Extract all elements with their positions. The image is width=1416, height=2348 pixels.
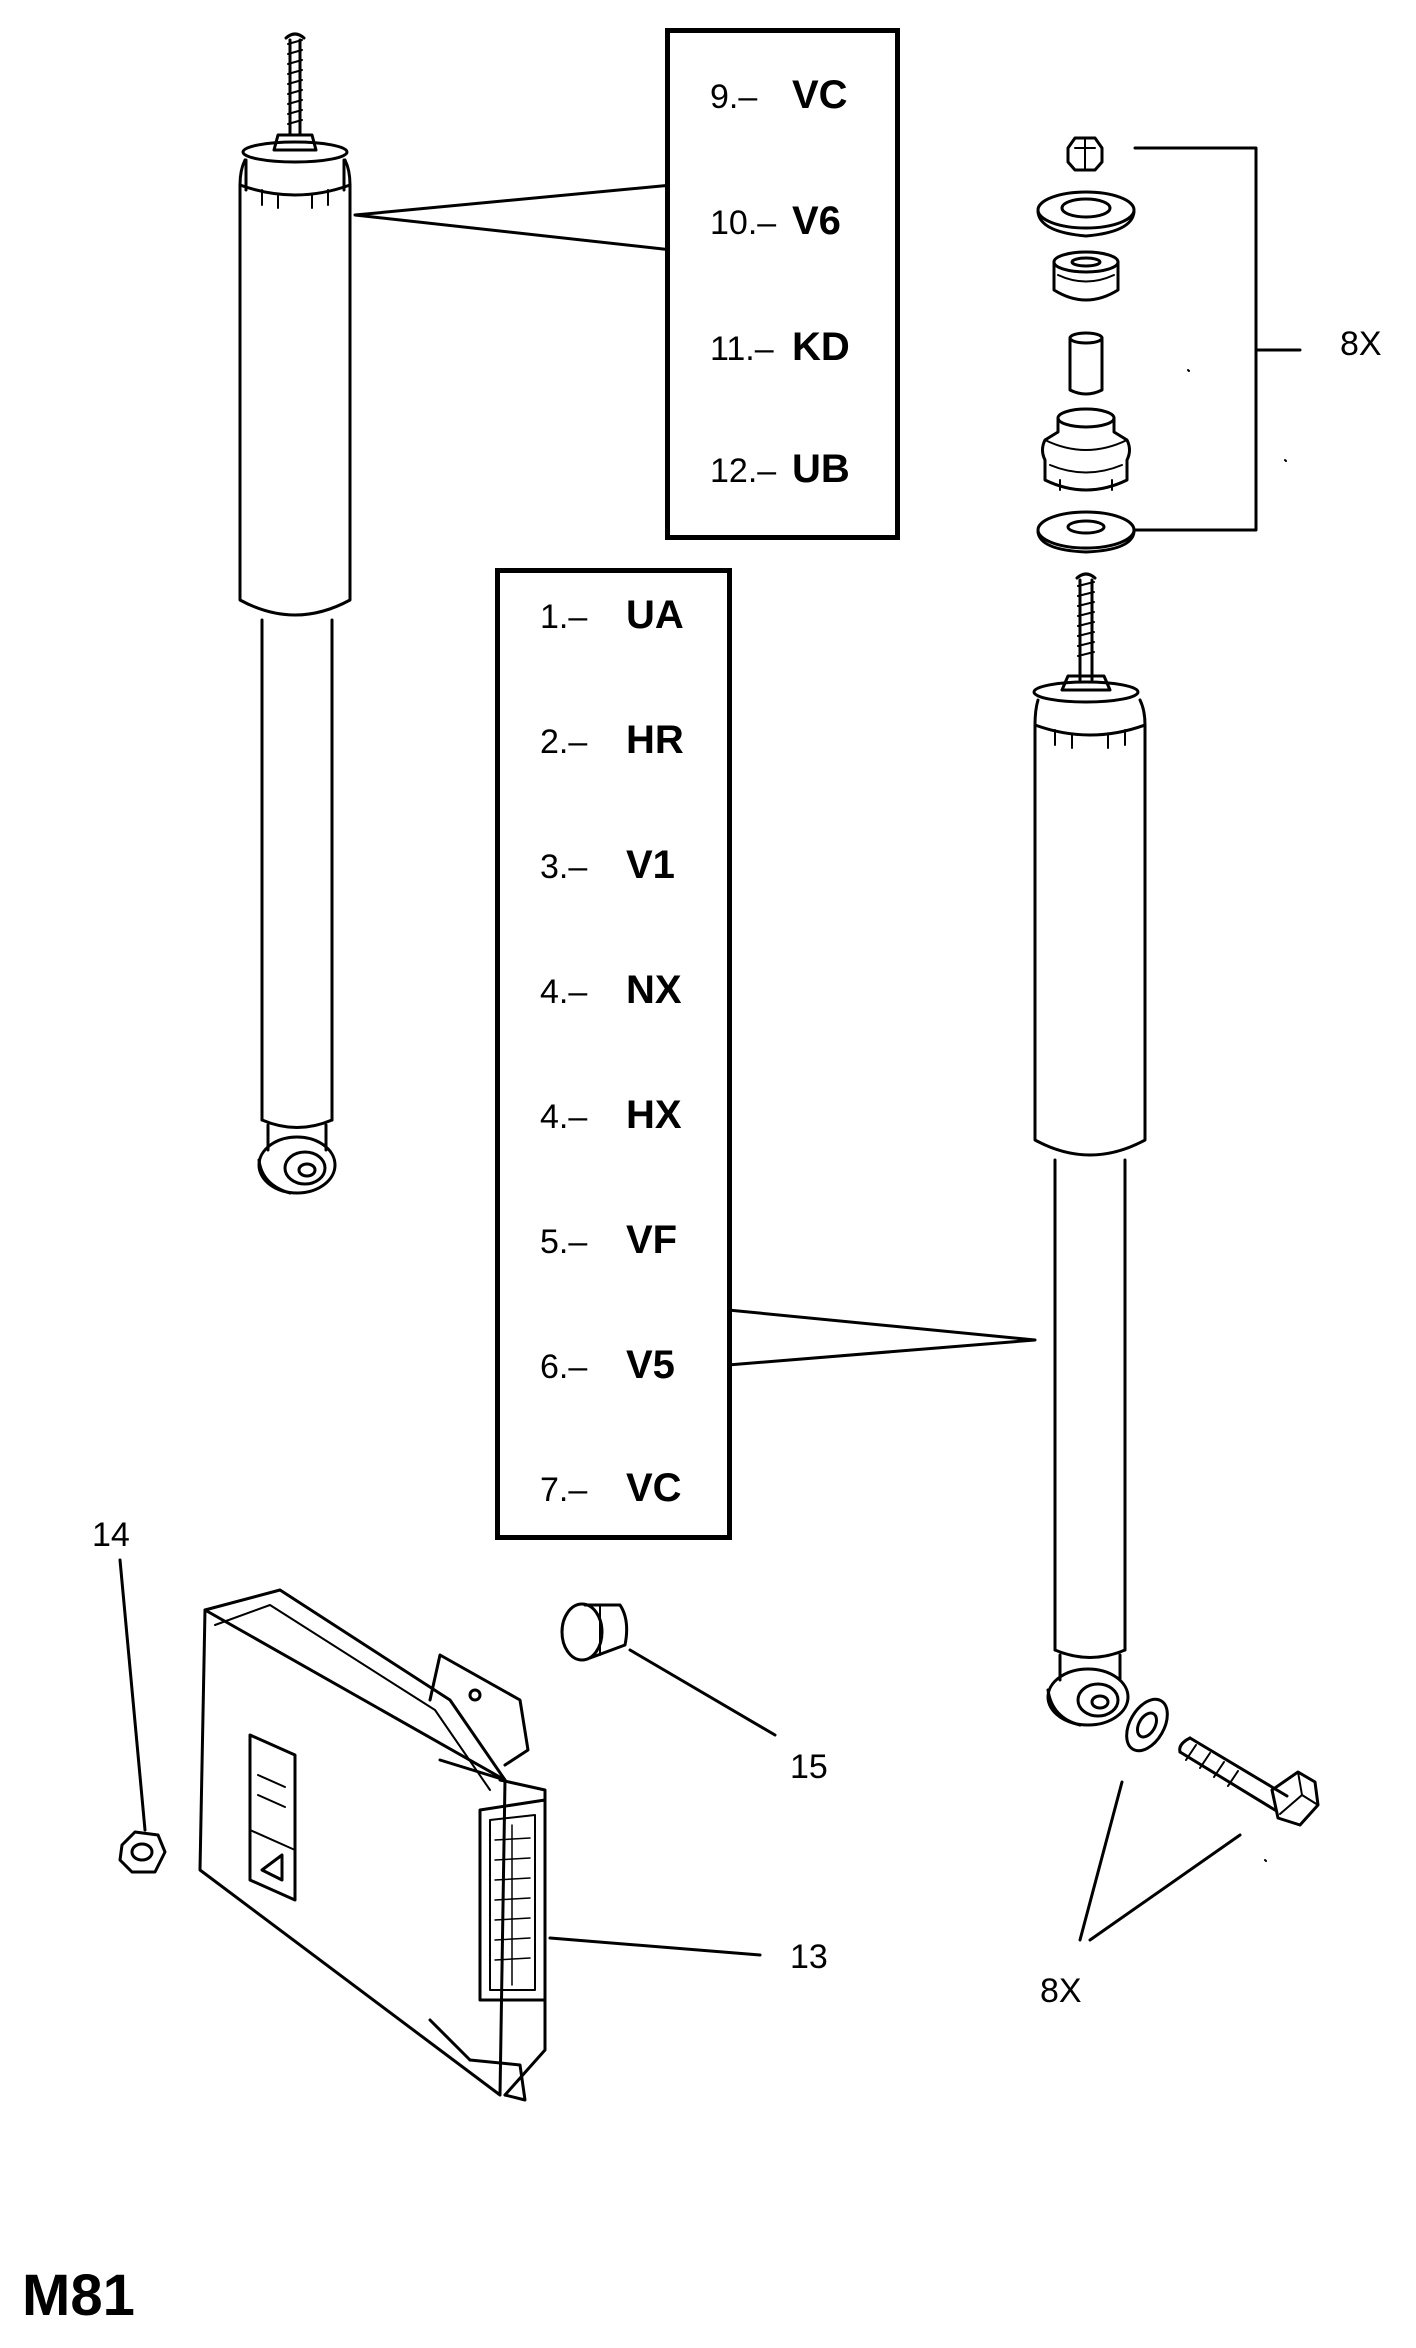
- row-number: 9.–: [710, 78, 758, 116]
- leader-15: [628, 1648, 777, 1737]
- middle-box-row: 4.– NX: [540, 968, 682, 1013]
- middle-box-row: 1.– UA: [540, 593, 684, 638]
- row-code: VC: [792, 73, 848, 117]
- callout-15: 15: [790, 1748, 828, 1786]
- row-code: HR: [626, 718, 684, 762]
- lower-bolt-quantity-label: 8X: [1040, 1972, 1082, 2010]
- lower-fasteners: [1125, 1697, 1320, 1827]
- callout-14: 14: [92, 1516, 130, 1554]
- middle-box-row: 7.– VC: [540, 1466, 682, 1511]
- middle-box-row: 3.– V1: [540, 843, 675, 888]
- row-code: VC: [626, 1466, 682, 1510]
- top-code-box: 9.– VC 10.– V6 11.– KD 12.– UB: [665, 28, 900, 540]
- page-code: M81: [22, 2263, 135, 2328]
- row-number: 5.–: [540, 1223, 588, 1261]
- leader-14: [118, 1558, 147, 1832]
- middle-box-row: 6.– V5: [540, 1343, 675, 1388]
- row-code: UB: [792, 447, 850, 491]
- row-number: 3.–: [540, 848, 588, 886]
- row-code: V1: [626, 843, 675, 887]
- top-box-row: 10.– V6: [710, 199, 841, 244]
- row-code: V5: [626, 1343, 675, 1387]
- right-shock-absorber: [1032, 572, 1147, 1727]
- mount-kit-bracket: [1133, 146, 1302, 532]
- top-box-row: 12.– UB: [710, 447, 850, 492]
- row-number: 7.–: [540, 1471, 588, 1509]
- middle-box-row: 5.– VF: [540, 1218, 677, 1263]
- row-code: VF: [626, 1218, 678, 1262]
- item-14-nut: [118, 1830, 167, 1874]
- row-number: 4.–: [540, 973, 588, 1011]
- row-code: HX: [626, 1093, 682, 1137]
- row-code: UA: [626, 593, 684, 637]
- mount-kit-stack: [1036, 136, 1136, 554]
- callout-13: 13: [790, 1938, 828, 1976]
- leader-lower-8x: [1078, 1780, 1242, 1942]
- leader-middle-box: [726, 1308, 1037, 1367]
- leader-top-box: [353, 183, 674, 252]
- top-box-row: 11.– KD: [710, 325, 850, 370]
- top-box-row: 9.– VC: [710, 73, 848, 118]
- row-number: 10.–: [710, 204, 777, 242]
- item-15-clip: [560, 1602, 629, 1662]
- leader-13: [548, 1936, 762, 1957]
- row-number: 4.–: [540, 1098, 588, 1136]
- middle-box-row: 4.– HX: [540, 1093, 682, 1138]
- row-number: 2.–: [540, 723, 588, 761]
- left-shock-absorber: [238, 32, 352, 1195]
- row-number: 12.–: [710, 452, 777, 490]
- control-module: [198, 1588, 547, 2102]
- row-number: 6.–: [540, 1348, 588, 1386]
- row-code: KD: [792, 325, 850, 369]
- middle-box-row: 2.– HR: [540, 718, 684, 763]
- mount-kit-quantity-label: 8X: [1340, 325, 1382, 363]
- row-number: 11.–: [710, 330, 774, 368]
- row-number: 1.–: [540, 598, 588, 636]
- row-code: NX: [626, 968, 682, 1012]
- middle-code-box: 1.– UA 2.– HR 3.– V1 4.– NX 4.– HX 5.– V…: [495, 568, 732, 1540]
- row-code: V6: [792, 199, 841, 243]
